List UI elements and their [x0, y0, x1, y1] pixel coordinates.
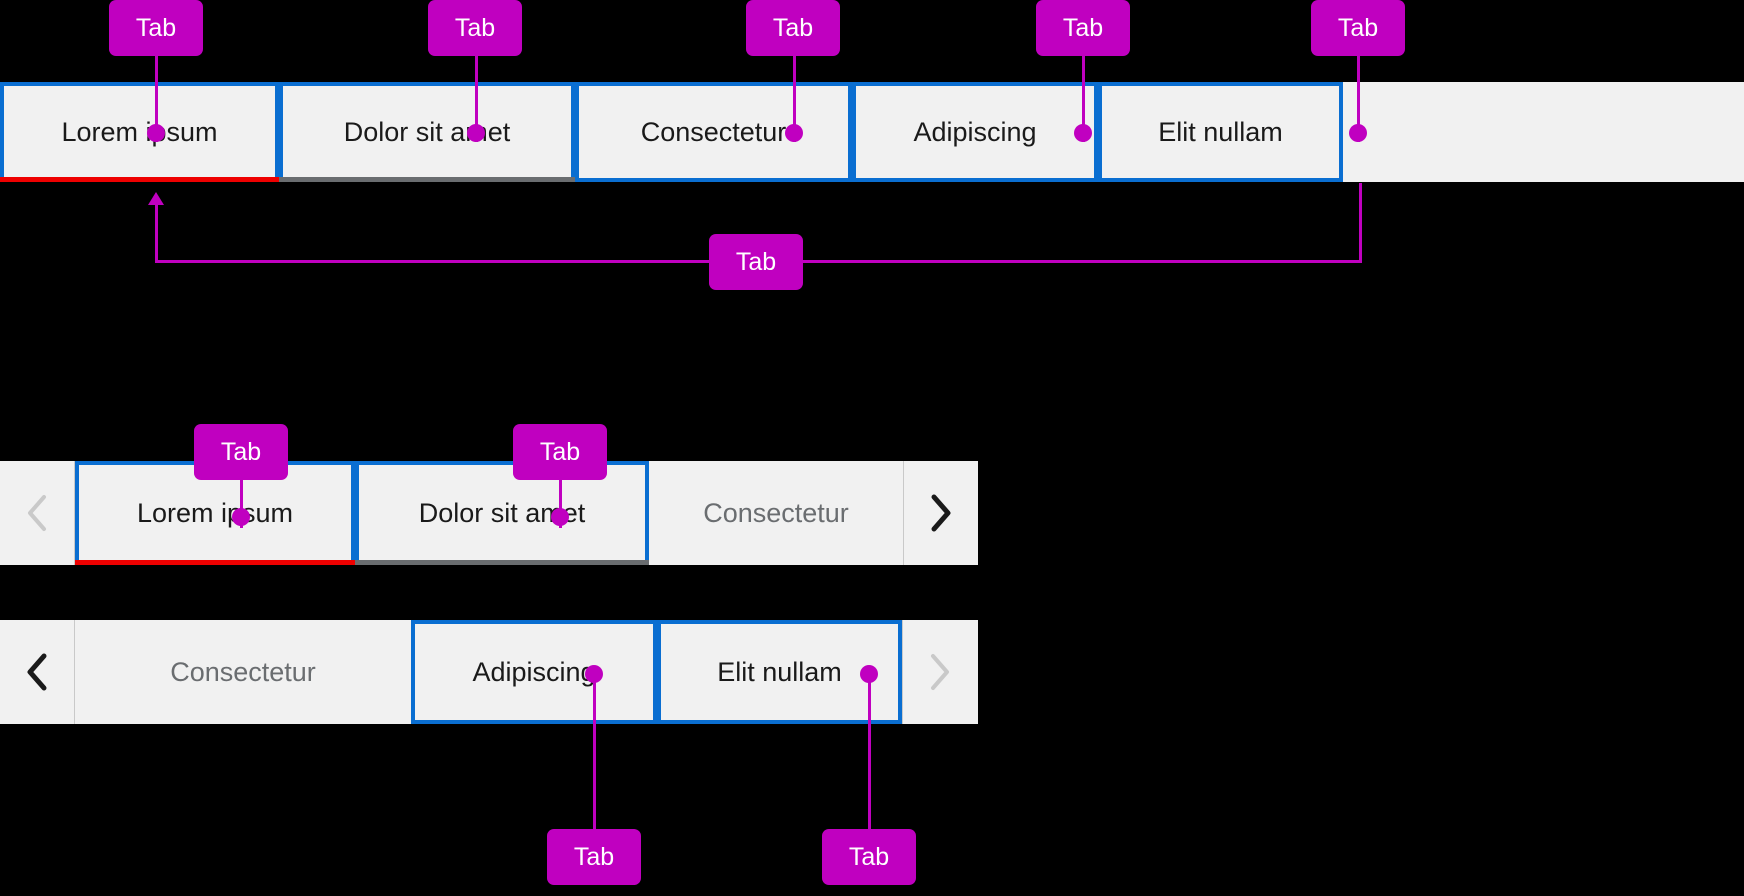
tab-indicator [0, 177, 279, 182]
chevron-left-icon [27, 653, 47, 691]
tab-label: Adipiscing [472, 656, 596, 687]
scroll-right-button[interactable] [904, 461, 978, 565]
callout-label: Tab [1062, 13, 1104, 42]
tab-dolor-sit-amet[interactable]: Dolor sit amet [279, 82, 575, 182]
tab-label: Lorem ipsum [61, 116, 218, 147]
tab-label: Elit nullam [1158, 116, 1283, 147]
tab-separator [74, 620, 75, 724]
tab-indicator [649, 560, 903, 565]
tabbar-full[interactable]: Lorem ipsum Dolor sit amet Consectetur A… [0, 82, 1343, 182]
callout-label: Tab [1337, 13, 1379, 42]
callout-leader [559, 436, 562, 528]
callout-label: Tab [220, 437, 262, 466]
tab-adipiscing[interactable]: Adipiscing [411, 620, 657, 724]
callout-leader [1357, 54, 1360, 142]
chevron-left-icon [28, 495, 46, 531]
callout-leader [240, 436, 243, 528]
callout-dot [785, 124, 803, 142]
tab-label: Dolor sit amet [343, 116, 511, 147]
tab-consectetur[interactable]: Consectetur [75, 620, 411, 724]
tab-indicator [852, 177, 1098, 182]
tab-elit-nullam[interactable]: Elit nullam [1098, 82, 1343, 182]
callout-dot [860, 665, 878, 683]
tab-lorem-ipsum[interactable]: Lorem ipsum [0, 82, 279, 182]
callout-dot [232, 508, 250, 526]
tab-indicator [411, 719, 657, 724]
chevron-right-icon [931, 654, 949, 690]
callout-label: Tab [135, 13, 177, 42]
tab-indicator [1098, 177, 1343, 182]
tab-label: Consectetur [703, 497, 849, 528]
callout-label: Tab [735, 247, 777, 276]
callout-leader [475, 54, 478, 142]
tab-indicator [75, 560, 355, 565]
tab-adipiscing[interactable]: Adipiscing [852, 82, 1098, 182]
callout-tab: Tab [822, 829, 916, 885]
callout-tab: Tab [1036, 0, 1130, 56]
tab-separator [903, 461, 904, 565]
callout-leader [155, 205, 158, 262]
tabbar-scrollable-end[interactable]: Consectetur Adipiscing Elit nullam [0, 620, 978, 724]
tab-consectetur[interactable]: Consectetur [575, 82, 852, 182]
scroll-right-button[interactable] [903, 620, 977, 724]
callout-leader [155, 54, 158, 142]
callout-dot [551, 508, 569, 526]
callout-tab: Tab [709, 234, 803, 290]
tab-indicator [279, 177, 575, 182]
tab-label: Elit nullam [717, 656, 842, 687]
callout-tab: Tab [746, 0, 840, 56]
tab-label: Consectetur [170, 656, 316, 687]
tab-separator [74, 461, 75, 565]
callout-dot [467, 124, 485, 142]
callout-tab: Tab [194, 424, 288, 480]
callout-dot [1074, 124, 1092, 142]
callout-dot [585, 665, 603, 683]
callout-label: Tab [772, 13, 814, 42]
tabbar-row1-filler [1343, 82, 1744, 182]
callout-leader [793, 54, 796, 142]
callout-tab: Tab [547, 829, 641, 885]
tab-consectetur[interactable]: Consectetur [649, 461, 903, 565]
scroll-left-button[interactable] [0, 620, 74, 724]
callout-dot [147, 124, 165, 142]
callout-arrowhead [148, 192, 164, 205]
tabbar-scrollable-start[interactable]: Lorem ipsum Dolor sit amet Consectetur [0, 461, 978, 565]
chevron-right-icon [931, 494, 951, 532]
tab-indicator [355, 560, 649, 565]
callout-label: Tab [539, 437, 581, 466]
callout-leader [593, 676, 596, 830]
callout-label: Tab [454, 13, 496, 42]
tab-indicator [657, 719, 902, 724]
callout-label: Tab [848, 842, 890, 871]
tab-indicator [75, 719, 411, 724]
callout-tab: Tab [109, 0, 203, 56]
callout-tab: Tab [513, 424, 607, 480]
callout-leader [1359, 183, 1362, 263]
tab-label: Consectetur [640, 116, 787, 147]
tab-label: Adipiscing [913, 116, 1037, 147]
callout-tab: Tab [1311, 0, 1405, 56]
callout-leader [1082, 54, 1085, 142]
callout-leader [868, 676, 871, 830]
tab-label: Lorem ipsum [136, 497, 294, 528]
callout-tab: Tab [428, 0, 522, 56]
scroll-left-button[interactable] [0, 461, 74, 565]
callout-dot [1349, 124, 1367, 142]
tab-separator [902, 620, 903, 724]
tab-indicator [575, 177, 852, 182]
callout-label: Tab [573, 842, 615, 871]
